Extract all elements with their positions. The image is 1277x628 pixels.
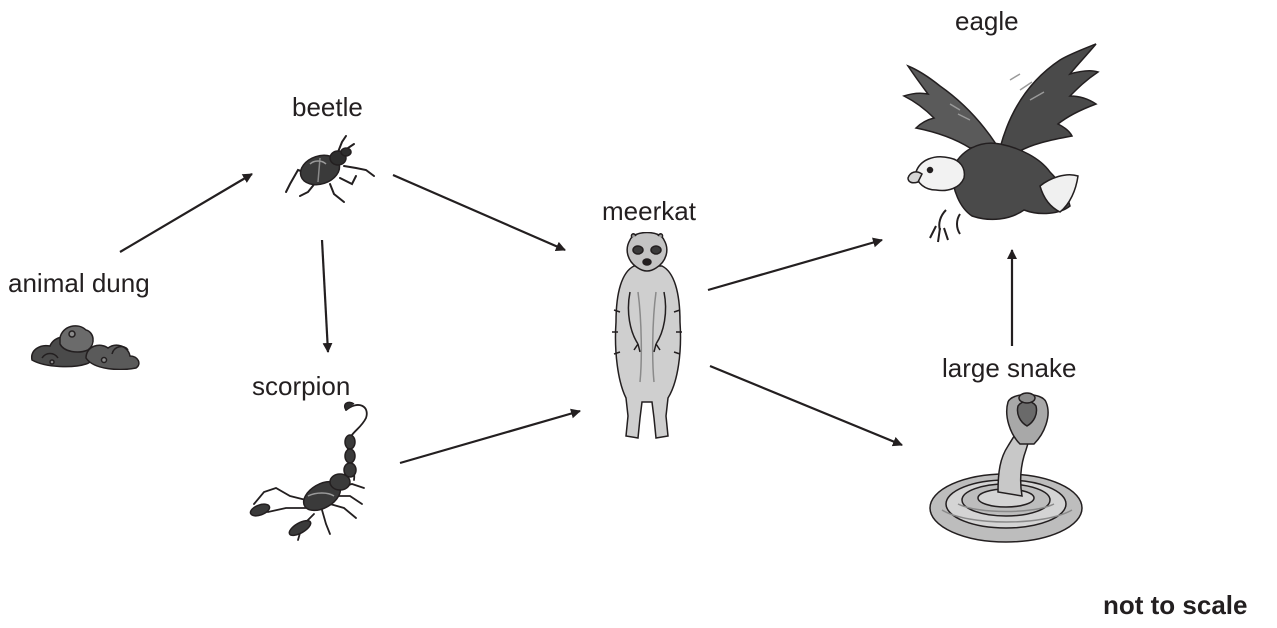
arrow-meerkat-to-snake [710,366,902,445]
arrow-beetle-to-scorpion [322,240,328,352]
scale-note: not to scale [1103,592,1247,618]
animal-dung-icon [28,318,146,370]
label-beetle: beetle [292,94,363,120]
arrow-dung-to-beetle [120,174,252,252]
beetle-icon [282,130,378,204]
meerkat-icon [608,232,686,442]
arrow-scorpion-to-meerkat [400,411,580,463]
label-meerkat: meerkat [602,198,696,224]
cobra-icon [928,392,1088,546]
arrow-meerkat-to-eagle [708,240,882,290]
label-animal-dung: animal dung [8,270,150,296]
eagle-icon [900,40,1100,250]
arrow-beetle-to-meerkat [393,175,565,250]
label-eagle: eagle [955,8,1019,34]
label-scorpion: scorpion [252,373,350,399]
label-large-snake: large snake [942,355,1076,381]
scorpion-icon [246,400,384,546]
